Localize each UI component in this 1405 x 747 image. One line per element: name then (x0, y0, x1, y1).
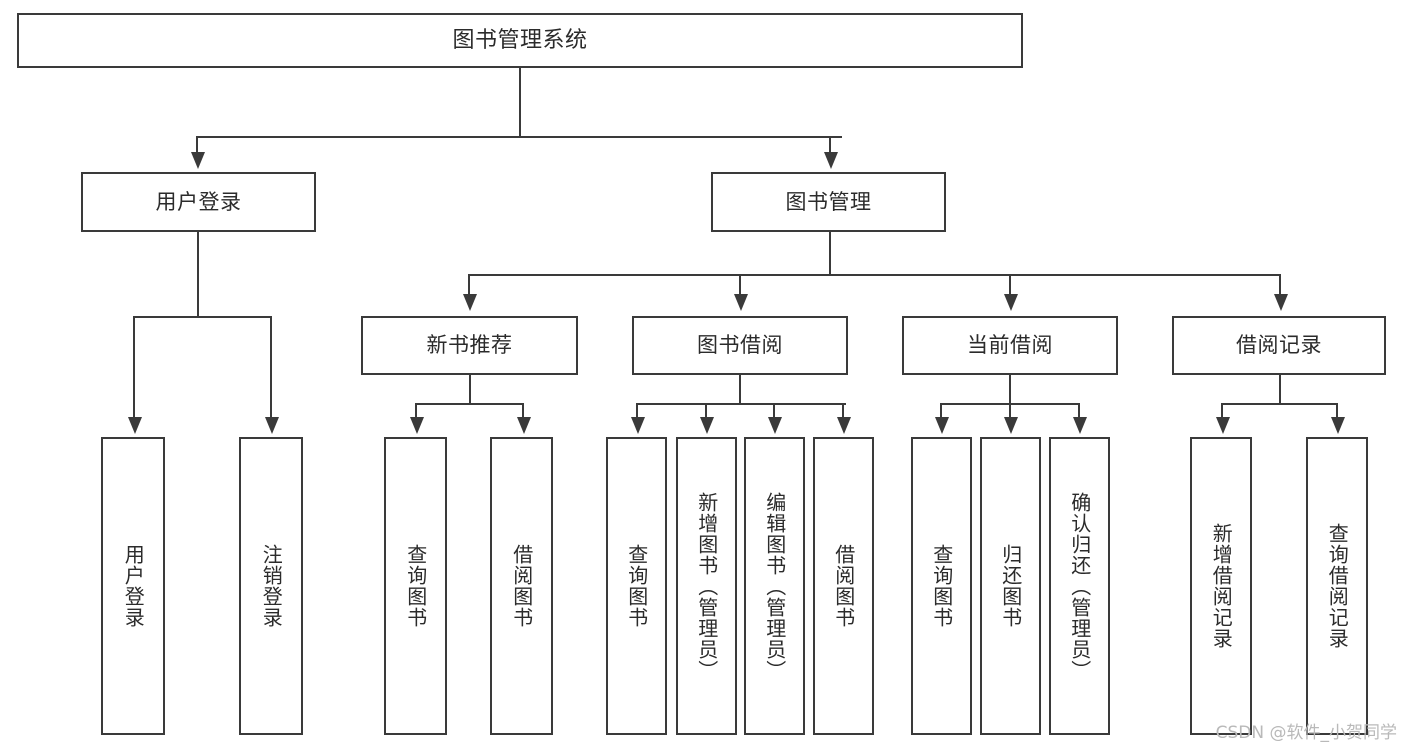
leaf-newbook-borrow-book[interactable]: 借阅图书 (490, 437, 553, 735)
arrowhead-leaf-newbook-0 (410, 417, 424, 434)
node-new-book-recommend[interactable]: 新书推荐 (361, 316, 578, 375)
arrowhead-leaf-borrowrecord-1 (1331, 417, 1345, 434)
node-borrow-record[interactable]: 借阅记录 (1172, 316, 1386, 375)
node-label: 查询借阅记录 (1325, 523, 1350, 649)
node-label: 图书借阅 (697, 333, 783, 358)
connector-new-book-bar (415, 403, 523, 405)
node-label: 用户登录 (155, 189, 242, 214)
node-label: 查询图书 (929, 544, 954, 628)
node-book-borrow[interactable]: 图书借阅 (632, 316, 848, 375)
connector-arrow-leaf-borrowrecord-0 (1221, 403, 1223, 421)
connector-arrow-leaf-bookborrow-2 (773, 403, 775, 421)
node-label: 借阅图书 (509, 544, 534, 628)
connector-arrow-new-book (468, 274, 470, 298)
arrowhead-leaf-bookborrow-2 (768, 417, 782, 434)
leaf-currentborrow-query-book[interactable]: 查询图书 (911, 437, 972, 735)
connector-arrow-current-borrow (1009, 274, 1011, 298)
connector-new-book-stem (469, 375, 471, 403)
arrowhead-new-book (463, 294, 477, 311)
connector-arrow-leaf-bookborrow-0 (636, 403, 638, 421)
connector-bookborrow-bar (636, 403, 846, 405)
connector-arrow-leaf-currentborrow-0 (940, 403, 942, 421)
arrowhead-leaf-currentborrow-2 (1073, 417, 1087, 434)
connector-borrowrecord-stem (1279, 375, 1281, 403)
leaf-newbook-query-book[interactable]: 查询图书 (384, 437, 447, 735)
arrowhead-user-login (191, 152, 205, 169)
leaf-borrowrecord-query-record[interactable]: 查询借阅记录 (1306, 437, 1368, 735)
connector-borrowrecord-bar (1221, 403, 1337, 405)
node-label: 新增图书（管理员） (694, 491, 719, 681)
connector-arrow-leaf-currentborrow-2 (1078, 403, 1080, 421)
leaf-bookborrow-edit-book-admin[interactable]: 编辑图书（管理员） (744, 437, 805, 735)
connector-arrow-book-borrow (739, 274, 741, 298)
leaf-currentborrow-return-book[interactable]: 归还图书 (980, 437, 1041, 735)
node-label: 借阅图书 (831, 544, 856, 628)
leaf-bookborrow-query-book[interactable]: 查询图书 (606, 437, 667, 735)
connector-arrow-leaf-bookborrow-3 (842, 403, 844, 421)
arrowhead-book-borrow (734, 294, 748, 311)
arrowhead-leaf-currentborrow-1 (1004, 417, 1018, 434)
arrowhead-leaf-newbook-1 (517, 417, 531, 434)
node-label: 新增借阅记录 (1209, 523, 1234, 649)
connector-currentborrow-stem (1009, 375, 1011, 403)
node-current-borrow[interactable]: 当前借阅 (902, 316, 1118, 375)
node-label: 编辑图书（管理员） (762, 491, 787, 681)
connector-arrow-leaf-user-login-1 (270, 316, 272, 421)
arrowhead-leaf-user-login-1 (265, 417, 279, 434)
arrowhead-leaf-borrowrecord-0 (1216, 417, 1230, 434)
connector-arrow-leaf-currentborrow-1 (1009, 403, 1011, 421)
node-label: 确认归还（管理员） (1067, 491, 1092, 681)
arrowhead-leaf-currentborrow-0 (935, 417, 949, 434)
node-label: 注销登录 (259, 544, 284, 628)
node-label: 查询图书 (403, 544, 428, 628)
leaf-bookborrow-add-book-admin[interactable]: 新增图书（管理员） (676, 437, 737, 735)
arrowhead-leaf-user-login-0 (128, 417, 142, 434)
connector-user-login-stem (197, 232, 199, 316)
connector-arrow-leaf-user-login-0 (133, 316, 135, 421)
connector-arrow-borrow-record (1279, 274, 1281, 298)
arrowhead-book-manage (824, 152, 838, 169)
leaf-borrowrecord-add-record[interactable]: 新增借阅记录 (1190, 437, 1252, 735)
connector-arrow-leaf-newbook-1 (522, 403, 524, 421)
leaf-bookborrow-borrow-book[interactable]: 借阅图书 (813, 437, 874, 735)
node-label: 借阅记录 (1236, 333, 1322, 358)
connector-arrow-leaf-borrowrecord-1 (1336, 403, 1338, 421)
node-label: 查询图书 (624, 544, 649, 628)
arrowhead-borrow-record (1274, 294, 1288, 311)
connector-root-bar (196, 136, 842, 138)
connector-root-stem (519, 68, 521, 136)
connector-arrow-book-manage (829, 136, 831, 156)
connector-book-manage-bar (468, 274, 1279, 276)
node-root-system[interactable]: 图书管理系统 (17, 13, 1023, 68)
arrowhead-current-borrow (1004, 294, 1018, 311)
connector-book-manage-stem (829, 232, 831, 274)
connector-arrow-user-login (196, 136, 198, 156)
node-label: 图书管理 (785, 189, 872, 214)
arrowhead-leaf-bookborrow-0 (631, 417, 645, 434)
csdn-watermark: CSDN @软件_小贺同学 (1215, 723, 1397, 743)
connector-user-login-bar (133, 316, 271, 318)
connector-arrow-leaf-bookborrow-1 (705, 403, 707, 421)
node-label: 图书管理系统 (452, 27, 588, 53)
node-label: 新书推荐 (426, 333, 513, 358)
leaf-currentborrow-confirm-return-admin[interactable]: 确认归还（管理员） (1049, 437, 1110, 735)
connector-arrow-leaf-newbook-0 (415, 403, 417, 421)
leaf-user-login-login[interactable]: 用户登录 (101, 437, 165, 735)
leaf-user-login-logout[interactable]: 注销登录 (239, 437, 303, 735)
node-label: 归还图书 (998, 544, 1023, 628)
arrowhead-leaf-bookborrow-1 (700, 417, 714, 434)
node-label: 用户登录 (121, 544, 146, 628)
arrowhead-leaf-bookborrow-3 (837, 417, 851, 434)
connector-bookborrow-stem (739, 375, 741, 403)
node-label: 当前借阅 (967, 333, 1053, 358)
node-user-login[interactable]: 用户登录 (81, 172, 316, 232)
node-book-management[interactable]: 图书管理 (711, 172, 946, 232)
